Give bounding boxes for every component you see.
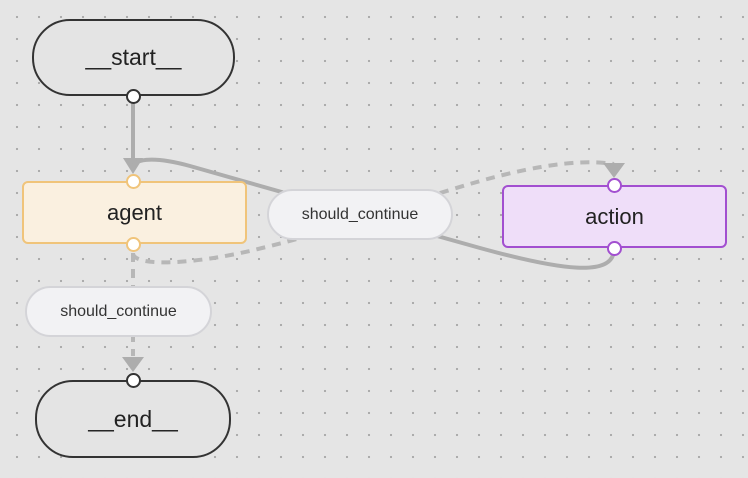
start-node-bottom-handle[interactable] [126, 89, 141, 104]
agent-node-top-handle[interactable] [126, 174, 141, 189]
edge-label-agent-to-end[interactable]: should_continue [25, 286, 212, 337]
end-node-label: __end__ [88, 405, 178, 432]
action-node-label: action [585, 203, 644, 229]
arrowhead-action-top [603, 163, 625, 178]
action-node-bottom-handle[interactable] [607, 241, 622, 256]
agent-node-label: agent [106, 199, 163, 225]
edge-label-agent-to-action[interactable]: should_continue [267, 189, 453, 240]
action-node-top-handle[interactable] [607, 178, 622, 193]
end-node-top-handle[interactable] [126, 373, 141, 388]
action-node[interactable]: action [502, 185, 727, 248]
arrowhead-end-top [122, 357, 144, 372]
edge-label-agent-to-action-text: should_continue [301, 205, 419, 223]
agent-node[interactable]: agent [22, 181, 247, 244]
start-node-label: __start__ [85, 44, 182, 70]
end-node[interactable]: __end__ [35, 380, 231, 458]
agent-node-bottom-handle[interactable] [126, 237, 141, 252]
edge-label-agent-to-end-text: should_continue [60, 302, 177, 320]
start-node[interactable]: __start__ [32, 19, 235, 96]
edge-agent-to-action [131, 160, 615, 265]
